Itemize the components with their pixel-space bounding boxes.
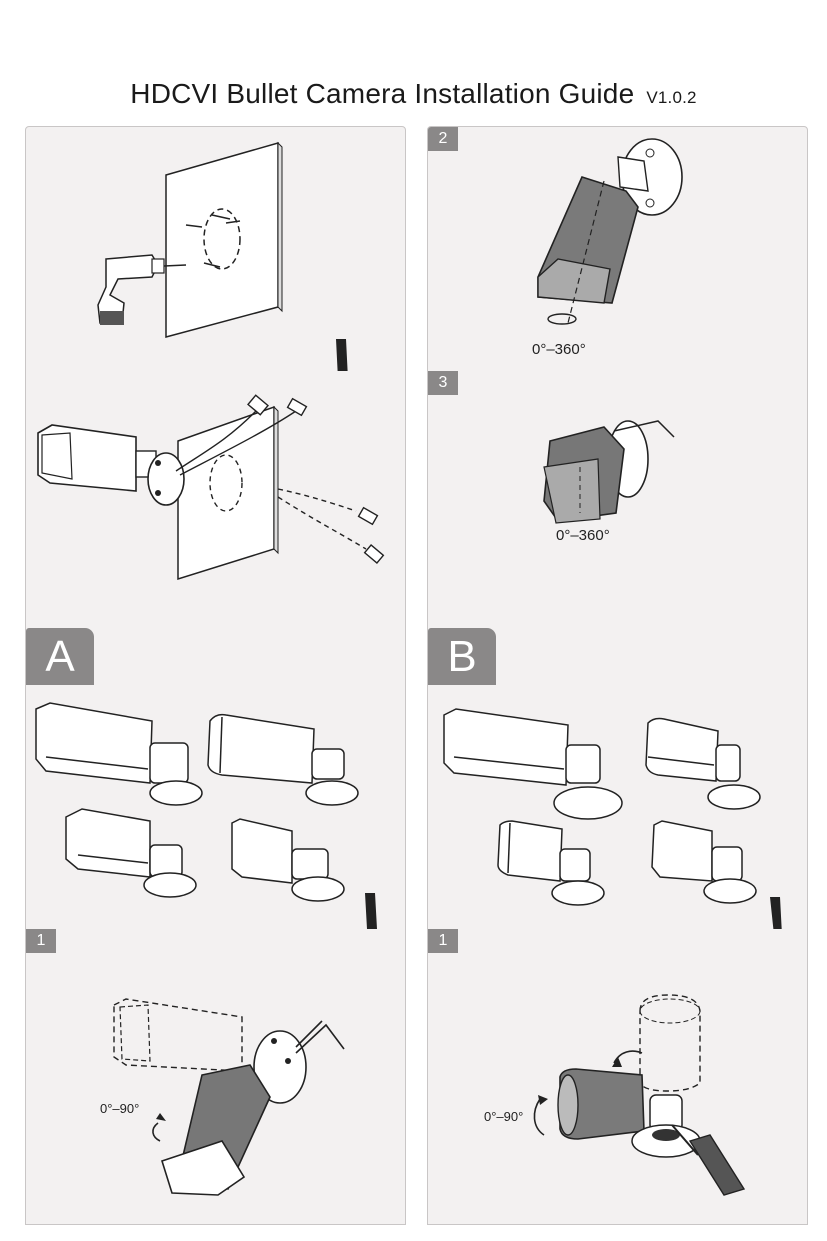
title-text: HDCVI Bullet Camera Installation Guide bbox=[130, 78, 635, 109]
section-b-badge: B bbox=[428, 628, 496, 685]
arrow-down-icon bbox=[336, 339, 348, 371]
rotate-icon bbox=[533, 1098, 545, 1136]
step-badge: 1 bbox=[26, 929, 56, 953]
step-badge: 1 bbox=[428, 929, 458, 953]
mount-camera-illustration bbox=[37, 394, 385, 581]
section-a-badge: A bbox=[26, 628, 94, 685]
panel-a-step-1: 1 0°–90° bbox=[25, 929, 406, 1225]
camera-icon bbox=[37, 424, 157, 492]
hex-key-icon bbox=[613, 420, 675, 438]
hex-key-icon bbox=[295, 1020, 345, 1054]
cable-icon bbox=[175, 394, 385, 564]
drill-icon bbox=[97, 254, 187, 325]
screwdriver-icon bbox=[671, 1124, 746, 1196]
panel-section-a: A bbox=[25, 586, 406, 686]
a-tilt-adjust-illustration bbox=[113, 998, 345, 1196]
camera-icon bbox=[537, 176, 639, 304]
step-badge: 3 bbox=[428, 371, 458, 395]
camera-icon bbox=[161, 1064, 271, 1196]
pan-rotate-illustration bbox=[537, 138, 683, 325]
rotate-angle-label: 0°–360° bbox=[556, 527, 610, 544]
panel-mount-camera bbox=[25, 371, 406, 587]
panel-b-step-1: 1 0°–90° bbox=[427, 929, 808, 1225]
panel-section-b: B bbox=[427, 586, 808, 686]
b-camera-variants-illustration bbox=[443, 708, 761, 906]
drill-wall-illustration bbox=[97, 141, 283, 338]
b-tilt-adjust-illustration bbox=[533, 994, 746, 1196]
bracket-icon bbox=[147, 452, 185, 506]
step-badge: 2 bbox=[428, 127, 458, 151]
pan-angle-label: 0°–360° bbox=[532, 341, 586, 358]
panel-step-3: 3 0°–360° bbox=[427, 371, 808, 587]
arrow-down-icon bbox=[770, 897, 782, 929]
panel-drill-wall bbox=[25, 126, 406, 372]
rotate-icon bbox=[152, 1122, 161, 1142]
rotate-camera-illustration bbox=[543, 420, 675, 524]
panel-step-2: 2 0°–360° bbox=[427, 126, 808, 372]
arrow-down-icon bbox=[359, 893, 387, 929]
panel-b-cameras bbox=[427, 685, 808, 930]
tilt-angle-label: 0°–90° bbox=[484, 1109, 524, 1124]
panel-a-cameras bbox=[25, 685, 406, 930]
document-title: HDCVI Bullet Camera Installation Guide V… bbox=[0, 78, 827, 110]
rotate-icon bbox=[547, 313, 577, 325]
tilt-angle-label: 0°–90° bbox=[100, 1101, 140, 1116]
a-camera-variants-illustration bbox=[35, 702, 359, 902]
version-label: V1.0.2 bbox=[646, 88, 697, 107]
